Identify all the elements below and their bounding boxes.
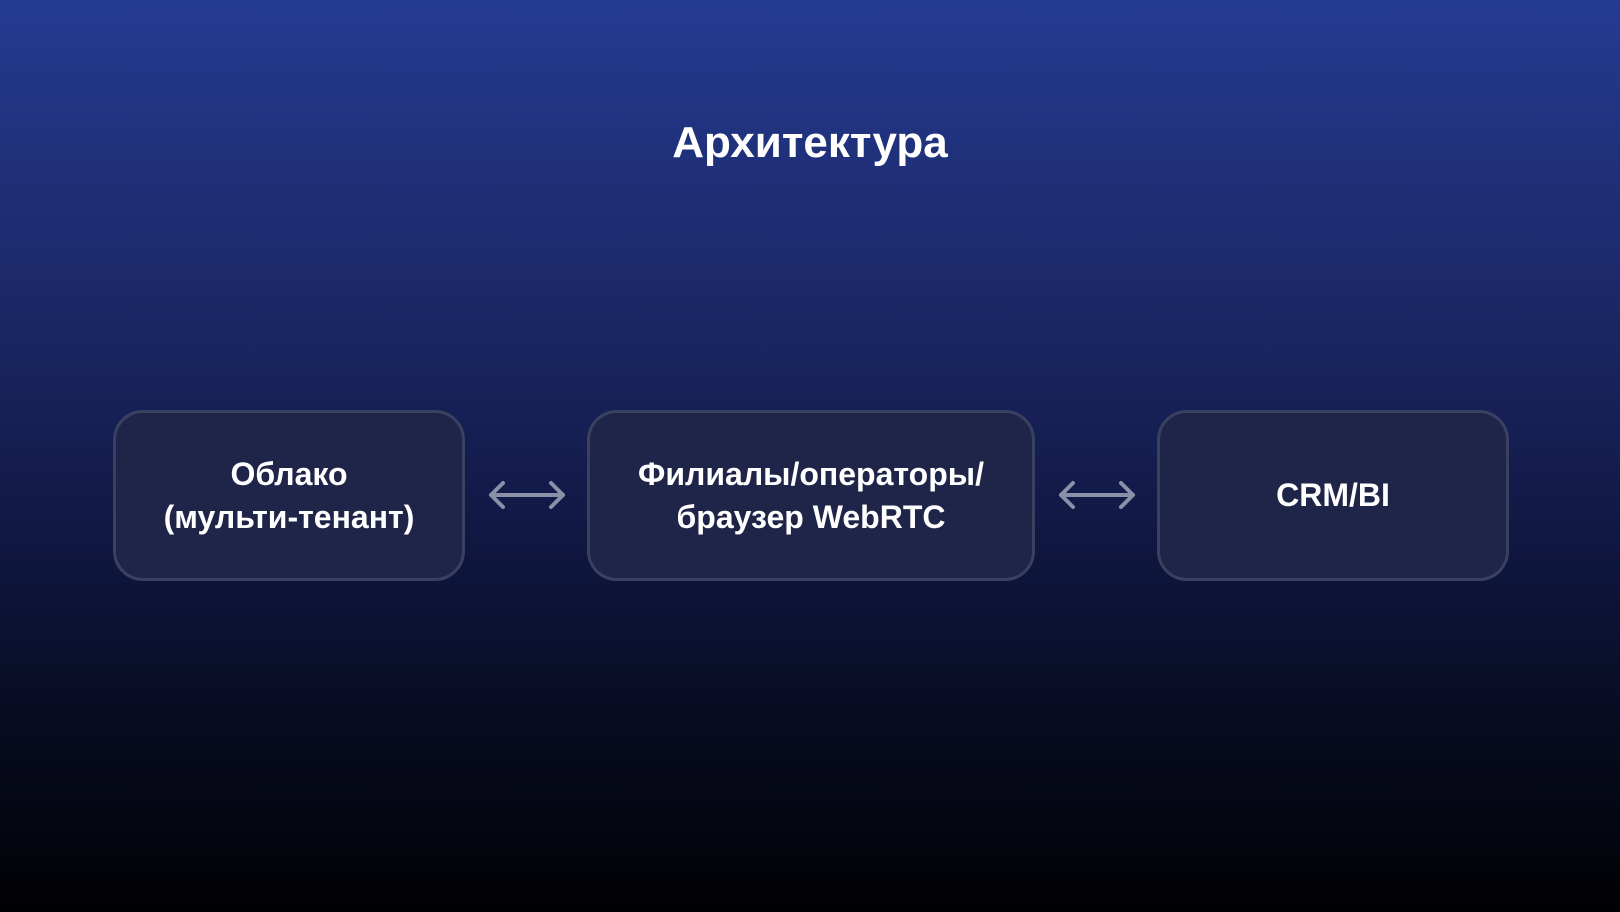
node-cloud-line2: (мульти-тенант) bbox=[163, 498, 415, 535]
page-title: Архитектура bbox=[672, 118, 948, 167]
bidirectional-arrow-icon bbox=[1059, 481, 1135, 509]
node-branches-line1: Филиалы/операторы/ bbox=[638, 455, 984, 492]
bidirectional-arrow-icon bbox=[489, 481, 565, 509]
node-crm-bi: CRM/BI bbox=[1157, 410, 1509, 581]
node-crm-bi-label: CRM/BI bbox=[1276, 477, 1390, 513]
node-branches-line2: браузер WebRTC bbox=[676, 498, 946, 535]
node-branches: Филиалы/операторы/ браузер WebRTC bbox=[587, 410, 1035, 581]
node-cloud-line1: Облако bbox=[230, 455, 348, 492]
node-cloud: Облако (мульти-тенант) bbox=[113, 410, 465, 581]
